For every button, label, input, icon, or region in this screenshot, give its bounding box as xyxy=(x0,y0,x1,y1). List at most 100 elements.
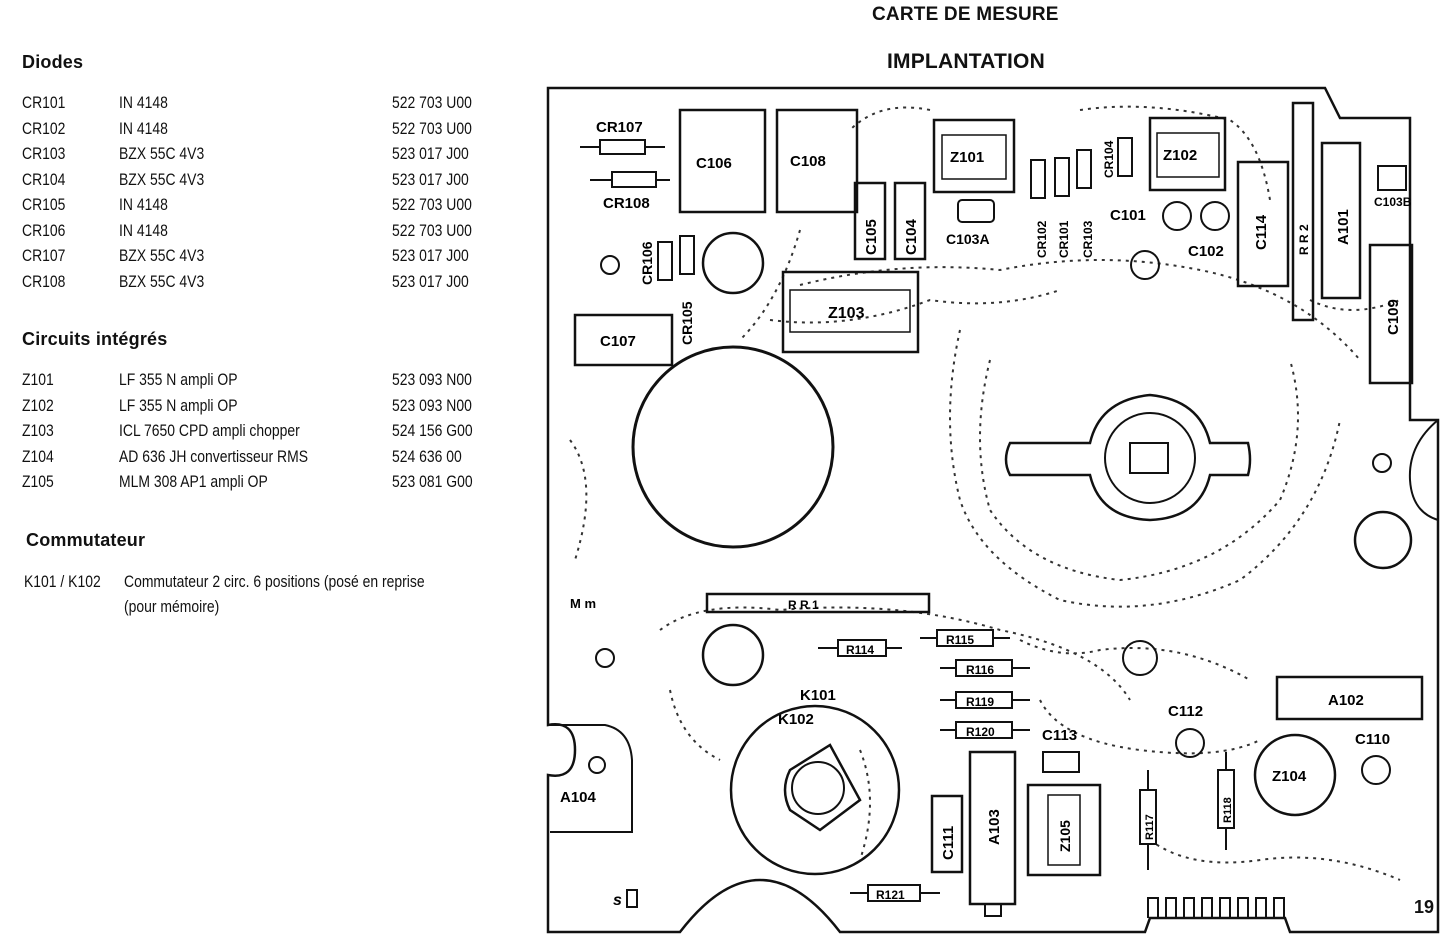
ic-row: Z103 ICL 7650 CPD ampli chopper 524 156 G0… xyxy=(22,421,502,446)
label-cr108: CR108 xyxy=(603,195,650,212)
label-cr102: CR102 xyxy=(1035,220,1049,258)
switch-desc-line2: (pour mémoire) xyxy=(124,597,220,616)
ic-code: 524 156 G00 xyxy=(392,421,473,440)
label-c105: C105 xyxy=(863,219,880,255)
label-rr2: R R 2 xyxy=(1297,224,1311,255)
label-z102: Z102 xyxy=(1163,147,1197,164)
a104-outline xyxy=(550,724,633,833)
label-r116: R116 xyxy=(966,663,994,677)
label-z105: Z105 xyxy=(1057,820,1073,852)
ic-ref: Z103 xyxy=(22,421,54,440)
diode-ref: CR108 xyxy=(22,271,66,291)
ic-code: 523 081 G00 xyxy=(392,472,473,491)
label-k102: K102 xyxy=(778,711,814,728)
diode-type: IN 4148 xyxy=(119,93,168,112)
label-c114: C114 xyxy=(1253,214,1270,250)
board-outline xyxy=(546,86,1440,934)
diode-ref: CR105 xyxy=(22,195,66,214)
label-c112: C112 xyxy=(1168,703,1203,720)
label-c104: C104 xyxy=(903,218,920,255)
diodes-heading: Diodes xyxy=(22,52,84,72)
label-mark-m: M m xyxy=(570,596,596,611)
label-cr105: CR105 xyxy=(679,301,695,345)
label-c110: C110 xyxy=(1355,731,1390,748)
label-z104: Z104 xyxy=(1272,768,1307,785)
diode-row: CR108 BZX 55C 4V3 523 017 J00 xyxy=(22,272,502,297)
diode-ref: CR107 xyxy=(22,246,66,265)
label-c103a: C103A xyxy=(946,231,990,247)
label-c113: C113 xyxy=(1042,727,1077,744)
label-r118: R118 xyxy=(1222,797,1234,823)
edge-connector xyxy=(1147,897,1285,918)
label-cr101: CR101 xyxy=(1057,220,1071,258)
diode-ref: CR102 xyxy=(22,118,66,138)
diode-type: BZX 55C 4V3 xyxy=(119,169,205,189)
ic-type: AD 636 JH convertisseur RMS xyxy=(119,446,309,466)
label-a104: A104 xyxy=(560,789,597,806)
ic-type: MLM 308 AP1 ampli OP xyxy=(119,472,268,491)
label-c102: C102 xyxy=(1188,243,1224,260)
diode-code: 522 703 U00 xyxy=(392,220,472,240)
label-mark-s: s xyxy=(613,892,622,909)
label-c101: C101 xyxy=(1110,207,1146,224)
ic-ref: Z101 xyxy=(22,370,54,389)
label-z103: Z103 xyxy=(828,305,865,322)
ics-heading: Circuits intégrés xyxy=(22,329,168,349)
diode-row: CR104 BZX 55C 4V3 523 017 J00 xyxy=(22,170,502,195)
ic-code: 523 093 N00 xyxy=(392,395,472,415)
diode-code: 522 703 U00 xyxy=(392,93,472,112)
diode-code: 523 017 J00 xyxy=(392,271,469,291)
label-c103b: C103B xyxy=(1374,195,1412,209)
label-a101: A101 xyxy=(1335,209,1352,245)
diode-row: CR102 IN 4148 522 703 U00 xyxy=(22,119,502,144)
label-cr106: CR106 xyxy=(639,241,655,285)
label-r114: R114 xyxy=(846,643,874,657)
label-k101: K101 xyxy=(800,687,836,704)
label-cr103: CR103 xyxy=(1081,220,1095,258)
label-c111: C111 xyxy=(940,826,957,860)
diode-ref: CR101 xyxy=(22,93,66,112)
diode-row: CR101 IN 4148 522 703 U00 xyxy=(22,93,502,118)
diode-row: CR107 BZX 55C 4V3 523 017 J00 xyxy=(22,246,502,271)
ic-ref: Z102 xyxy=(22,395,54,415)
label-r117: R117 xyxy=(1144,814,1156,840)
central-pot xyxy=(1004,393,1252,522)
switch-desc-line1: Commutateur 2 circ. 6 positions (posé en… xyxy=(124,572,425,591)
diode-type: BZX 55C 4V3 xyxy=(119,271,205,291)
label-c107: C107 xyxy=(600,333,636,350)
diode-type: IN 4148 xyxy=(119,220,168,240)
label-rr1: R R 1 xyxy=(788,598,819,612)
diode-type: BZX 55C 4V3 xyxy=(119,246,205,265)
label-r120: R120 xyxy=(966,725,995,739)
switch-heading: Commutateur xyxy=(26,530,146,550)
diode-ref: CR103 xyxy=(22,144,66,163)
label-c108: C108 xyxy=(790,153,826,170)
ic-ref: Z104 xyxy=(22,446,54,466)
diode-code: 523 017 J00 xyxy=(392,169,469,189)
ic-row: Z104 AD 636 JH convertisseur RMS 524 636 0… xyxy=(22,447,502,472)
diode-code: 523 017 J00 xyxy=(392,246,469,265)
ic-type: ICL 7650 CPD ampli chopper xyxy=(119,421,300,440)
ic-code: 524 636 00 xyxy=(392,446,462,466)
page-number: 19 xyxy=(1414,897,1435,917)
diode-code: 523 017 J00 xyxy=(392,144,469,163)
diode-code: 522 703 U00 xyxy=(392,118,472,138)
diode-code: 522 703 U00 xyxy=(392,195,472,214)
label-z101: Z101 xyxy=(950,149,984,166)
label-r119: R119 xyxy=(966,695,994,709)
page-subtitle: IMPLANTATION xyxy=(887,50,1045,73)
label-c109: C109 xyxy=(1385,299,1402,335)
ic-type: LF 355 N ampli OP xyxy=(119,395,238,415)
label-cr104: CR104 xyxy=(1102,140,1116,178)
label-cr107: CR107 xyxy=(596,119,643,136)
diode-type: IN 4148 xyxy=(119,118,168,138)
label-r115: R115 xyxy=(946,633,974,647)
ic-type: LF 355 N ampli OP xyxy=(119,370,238,389)
diode-ref: CR104 xyxy=(22,169,66,189)
